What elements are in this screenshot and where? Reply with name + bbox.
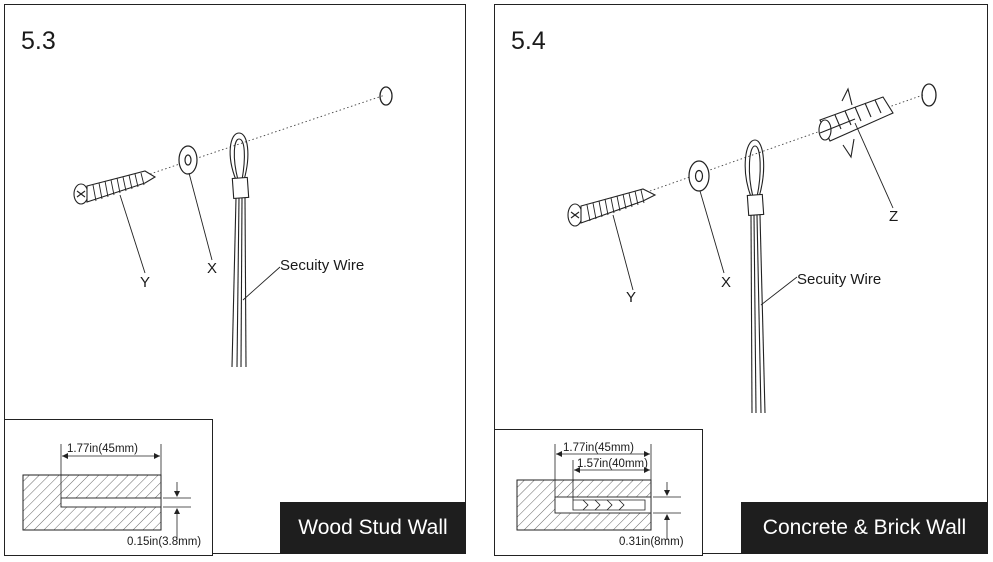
- leader-z: [854, 122, 894, 209]
- outer-depth-dimension: 1.77in(45mm): [563, 442, 634, 454]
- leader-x: [699, 190, 725, 274]
- inner-depth-dimension: 1.57in(40mm): [577, 458, 648, 470]
- leader-x: [188, 172, 213, 261]
- wall-type-caption: Concrete & Brick Wall: [741, 502, 988, 554]
- leader-y: [612, 214, 634, 291]
- label-security-wire: Secuity Wire: [797, 271, 882, 288]
- concrete-brick-wall-panel: 5.4 Y X Z Secuity Wire 1.77in(45mm: [494, 4, 988, 556]
- wall-hole: [921, 83, 937, 107]
- label-z: Z: [889, 208, 899, 225]
- leader-y: [119, 194, 146, 274]
- leader-wire: [242, 266, 281, 301]
- wall-anchor-z: [818, 87, 894, 159]
- step-number: 5.4: [511, 27, 546, 55]
- security-wire: [229, 132, 250, 368]
- concrete-mount-illustration: [567, 83, 937, 414]
- washer-x: [178, 145, 198, 175]
- leader-wire: [760, 276, 798, 306]
- drill-hole-cross-section: [22, 444, 191, 540]
- hole-diameter-dimension: 0.15in(3.8mm): [127, 536, 202, 548]
- wall-hole: [379, 86, 393, 106]
- screw-y: [73, 170, 157, 205]
- hole-diameter-dimension: 0.31in(8mm): [619, 536, 684, 548]
- step-number: 5.3: [21, 27, 56, 55]
- label-security-wire: Secuity Wire: [280, 257, 365, 274]
- drill-hole-cross-section: [516, 444, 681, 540]
- washer-x: [688, 160, 710, 192]
- wood-stud-wall-panel: 5.3 Y X Secuity Wire 1.77in(45mm) 0.15in…: [4, 4, 466, 556]
- label-y: Y: [626, 289, 637, 306]
- label-x: X: [721, 274, 732, 291]
- depth-dimension: 1.77in(45mm): [67, 443, 138, 455]
- drilled-hole: [554, 496, 652, 514]
- security-wire: [744, 139, 766, 414]
- drilled-hole: [60, 497, 162, 508]
- label-x: X: [207, 260, 218, 277]
- drill-depth-inset: 1.77in(45mm) 1.57in(40mm) 0.31in(8mm): [494, 429, 703, 556]
- wall-type-caption: Wood Stud Wall: [280, 502, 466, 554]
- label-y: Y: [140, 274, 151, 291]
- screw-y: [567, 188, 657, 227]
- wood-mount-illustration: [73, 86, 393, 368]
- drill-depth-inset: 1.77in(45mm) 0.15in(3.8mm): [4, 419, 213, 556]
